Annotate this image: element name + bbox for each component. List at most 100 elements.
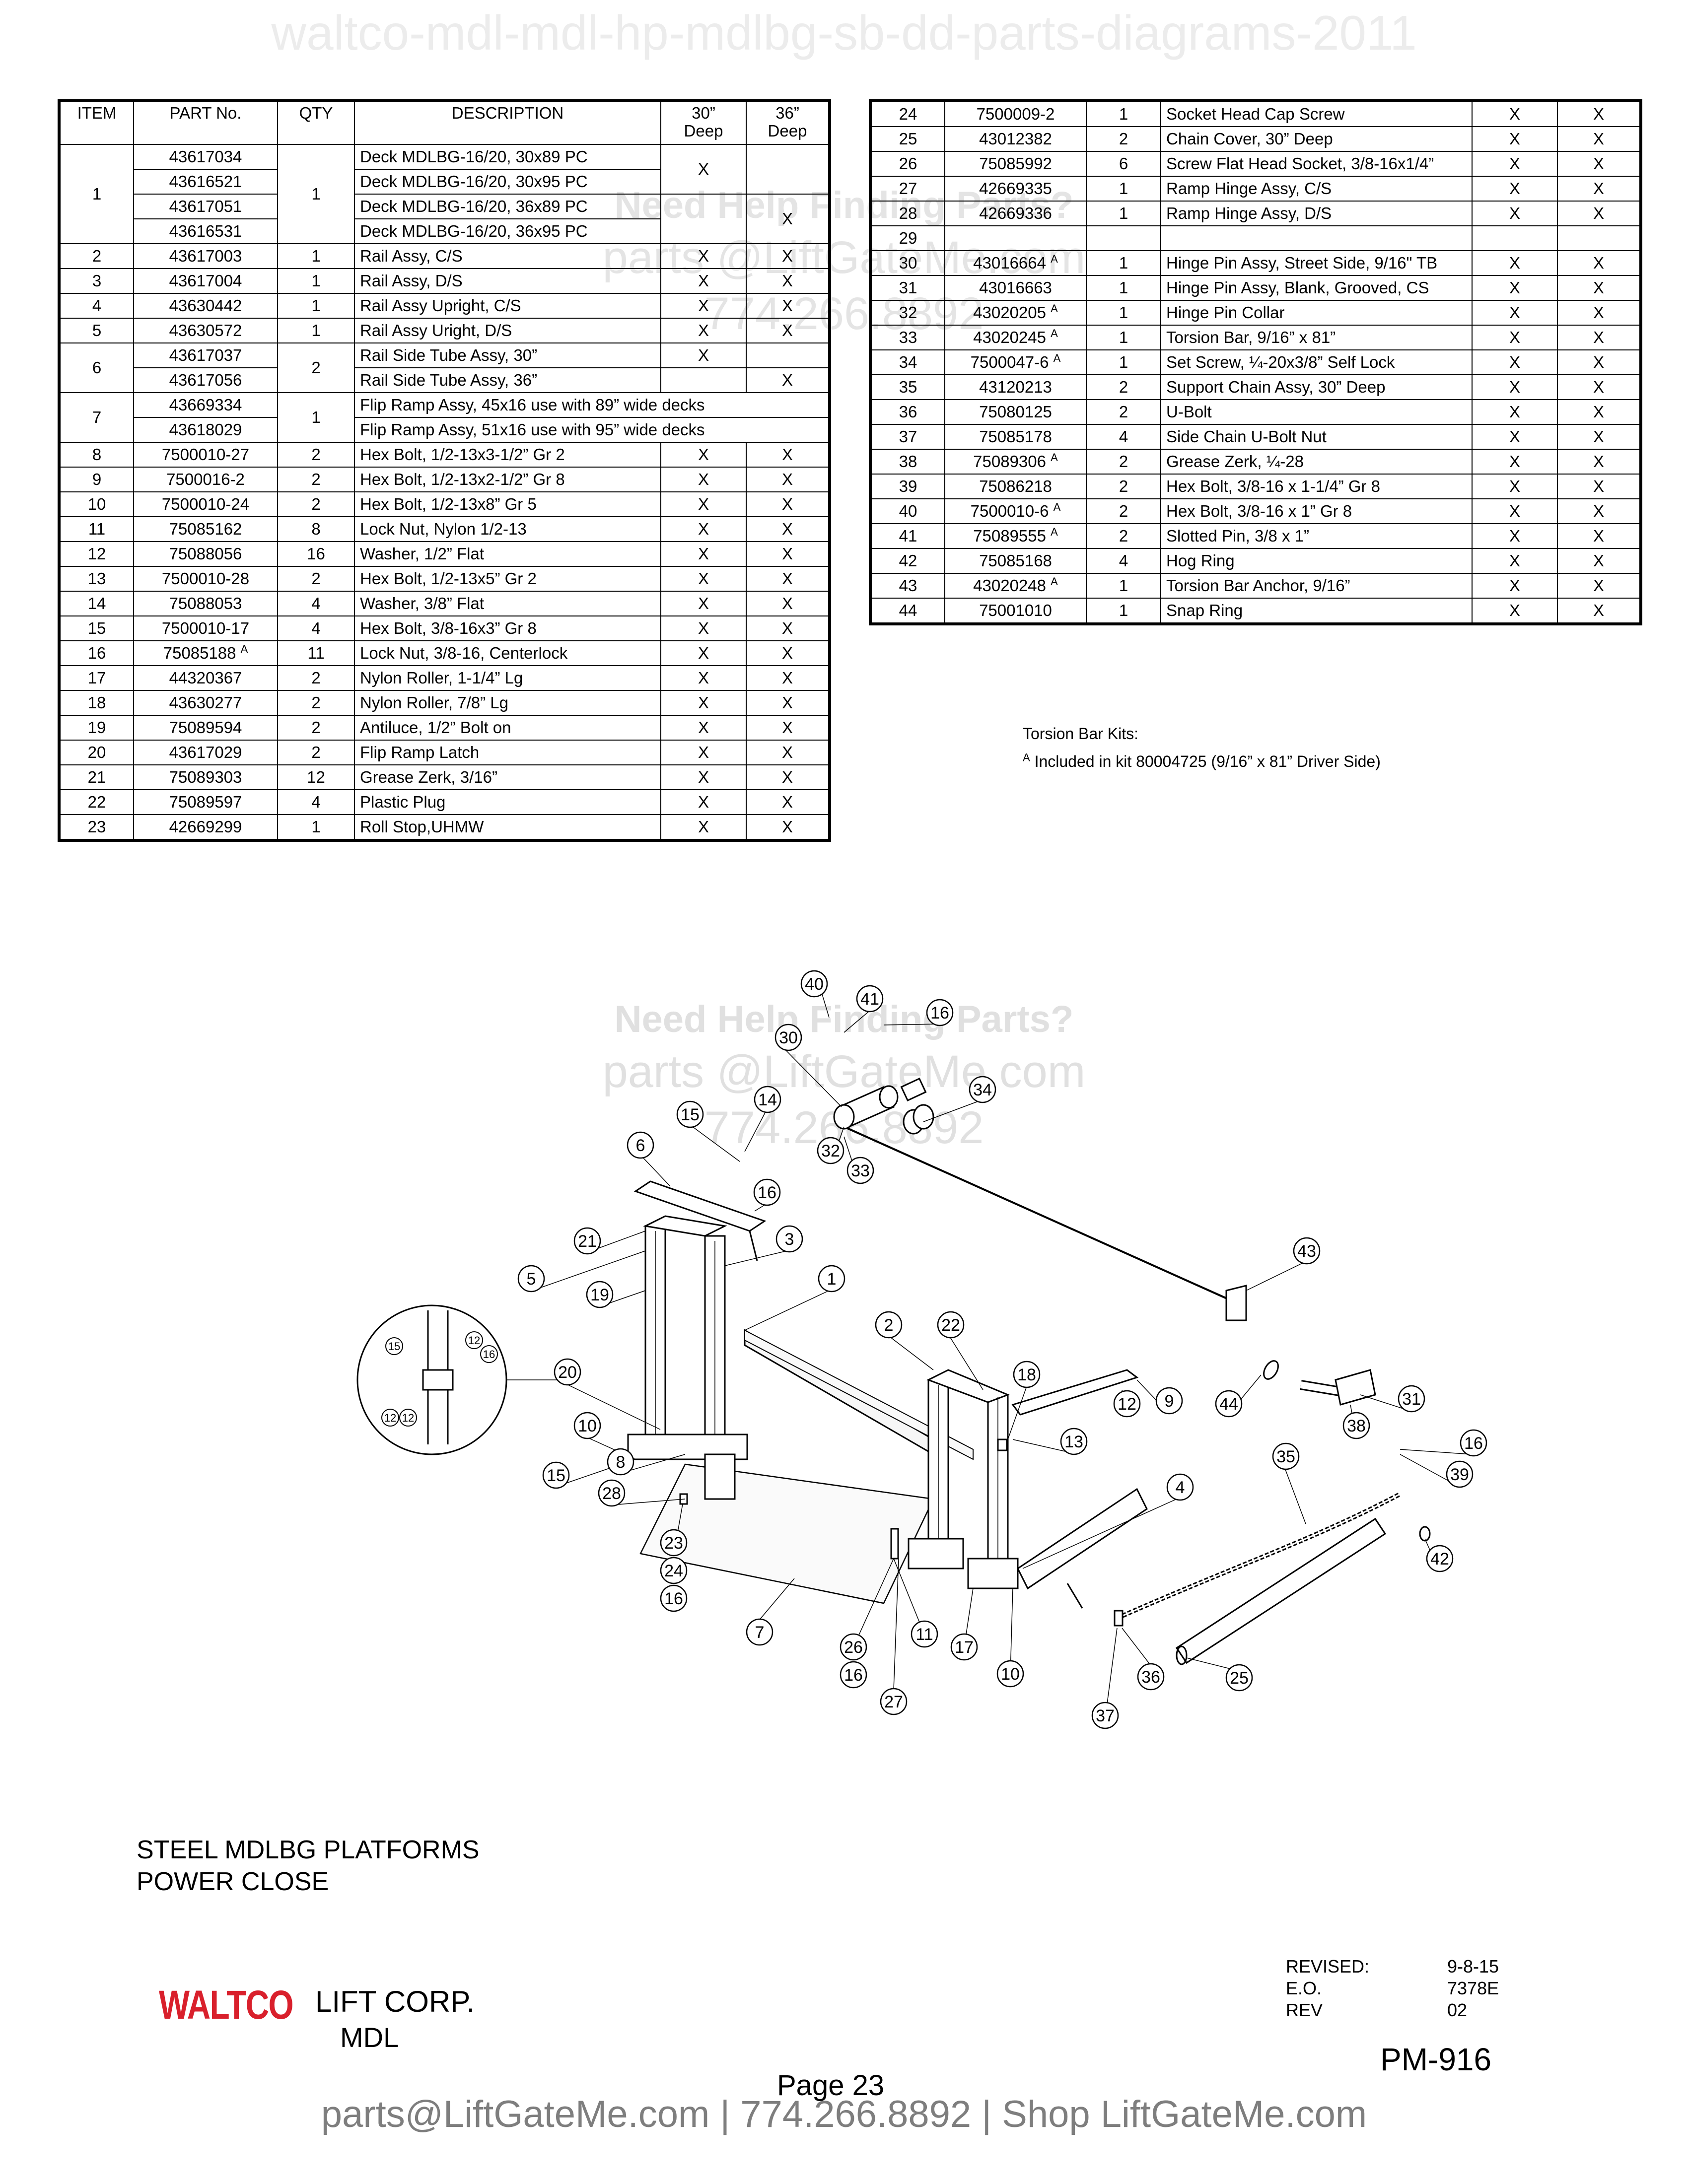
d36-cell: X <box>1557 598 1641 624</box>
item-cell: 10 <box>59 491 134 517</box>
item-cell: 42 <box>870 548 945 574</box>
col-qty-header: QTY <box>277 100 355 145</box>
rev-value: 02 <box>1447 2000 1468 2020</box>
detail-callout-12: 12 <box>381 1409 399 1427</box>
d30-cell: X <box>1472 100 1558 127</box>
d36-cell: X <box>1557 151 1641 177</box>
part-cell: 7500016-2 <box>133 467 278 492</box>
d30-cell: X <box>660 144 747 195</box>
callout-label: 6 <box>636 1136 645 1155</box>
callout-label: 16 <box>664 1589 683 1608</box>
d36-cell: X <box>746 566 830 592</box>
part-cell: 43630277 <box>133 690 278 716</box>
item-cell: 19 <box>59 715 134 741</box>
item-cell: 33 <box>870 325 945 350</box>
desc-cell: Ramp Hinge Assy, C/S <box>1160 176 1473 202</box>
kit-marker: A <box>1051 526 1058 538</box>
item-cell: 34 <box>870 349 945 375</box>
qty-cell: 4 <box>277 615 355 641</box>
part-cell: 43120213 <box>944 374 1087 400</box>
callout-21: 21 <box>573 1227 601 1255</box>
item-cell: 22 <box>59 789 134 815</box>
part-cell: 42669335 <box>944 176 1087 202</box>
callout-label: 4 <box>1176 1478 1185 1497</box>
qty-cell: 2 <box>277 467 355 492</box>
qty-cell: 1 <box>1086 275 1161 301</box>
d36-cell: X <box>746 591 830 616</box>
part-cell: 7500010-17 <box>133 615 278 641</box>
callout-label: 18 <box>1017 1365 1036 1384</box>
callout-14: 14 <box>754 1086 781 1113</box>
callout-label: 13 <box>1064 1433 1083 1451</box>
desc-cell: Grease Zerk, 3/16” <box>354 764 661 790</box>
d30-cell: X <box>1472 275 1558 301</box>
d36-cell: X <box>746 715 830 741</box>
item-cell: 3 <box>59 268 134 294</box>
d30-cell: X <box>1472 573 1558 599</box>
callout-label: 24 <box>664 1562 683 1580</box>
callout-15: 15 <box>542 1461 570 1489</box>
d36-cell: X <box>746 690 830 716</box>
qty-cell: 1 <box>277 243 355 269</box>
item-cell: 43 <box>870 573 945 599</box>
kits-title: Torsion Bar Kits: <box>1023 725 1138 743</box>
item-cell: 25 <box>870 126 945 152</box>
desc-cell: Support Chain Assy, 30” Deep <box>1160 374 1473 400</box>
qty-cell: 2 <box>277 740 355 765</box>
part-cell: 75085162 <box>133 516 278 542</box>
part-cell: 43020205 A <box>944 300 1087 326</box>
d30-cell: X <box>660 541 747 567</box>
platform-line-1: STEEL MDLBG PLATFORMS <box>137 1836 480 1864</box>
part-number: 43020205 <box>973 303 1046 322</box>
item-cell: 18 <box>59 690 134 716</box>
d30-cell: X <box>660 516 747 542</box>
desc-cell: Screw Flat Head Socket, 3/8-16x1/4” <box>1160 151 1473 177</box>
d36-cell <box>746 144 830 195</box>
part-number: 75089555 <box>973 527 1046 545</box>
callout-23: 23 <box>660 1529 688 1557</box>
desc-cell: Hex Bolt, 3/8-16 x 1” Gr 8 <box>1160 498 1473 524</box>
callout-25: 25 <box>1225 1664 1253 1692</box>
callout-label: 19 <box>590 1286 609 1304</box>
part-cell: 43630442 <box>133 293 278 319</box>
kit-marker: A <box>1053 352 1061 364</box>
item-cell: 14 <box>59 591 134 616</box>
desc-cell: Hinge Pin Assy, Street Side, 9/16" TB <box>1160 250 1473 276</box>
part-cell: 42669299 <box>133 814 278 841</box>
d30-cell: X <box>660 591 747 616</box>
part-cell <box>944 225 1087 251</box>
callout-13: 13 <box>1060 1428 1088 1455</box>
d36-cell: X <box>1557 201 1641 226</box>
d36-cell: X <box>746 442 830 468</box>
callout-label: 12 <box>1118 1395 1136 1414</box>
item-cell: 1 <box>59 144 134 244</box>
callout-label: 43 <box>1297 1242 1316 1261</box>
promo-line-2: parts @LiftGateMe.com <box>602 1046 1086 1097</box>
detail-callout-12: 12 <box>399 1409 417 1427</box>
d36-cell: X <box>1557 325 1641 350</box>
kit-marker: A <box>240 643 248 655</box>
desc-cell: Hex Bolt, 1/2-13x3-1/2” Gr 2 <box>354 442 661 468</box>
qty-cell: 4 <box>1086 424 1161 450</box>
d30-cell: X <box>660 491 747 517</box>
qty-cell: 1 <box>1086 201 1161 226</box>
callout-label: 14 <box>758 1091 777 1109</box>
part-cell: 43020245 A <box>944 325 1087 350</box>
top-watermark: waltco-mdl-mdl-hp-mdlbg-sb-dd-parts-diag… <box>271 5 1417 60</box>
d30-cell: X <box>1472 349 1558 375</box>
d30-cell: X <box>1472 300 1558 326</box>
